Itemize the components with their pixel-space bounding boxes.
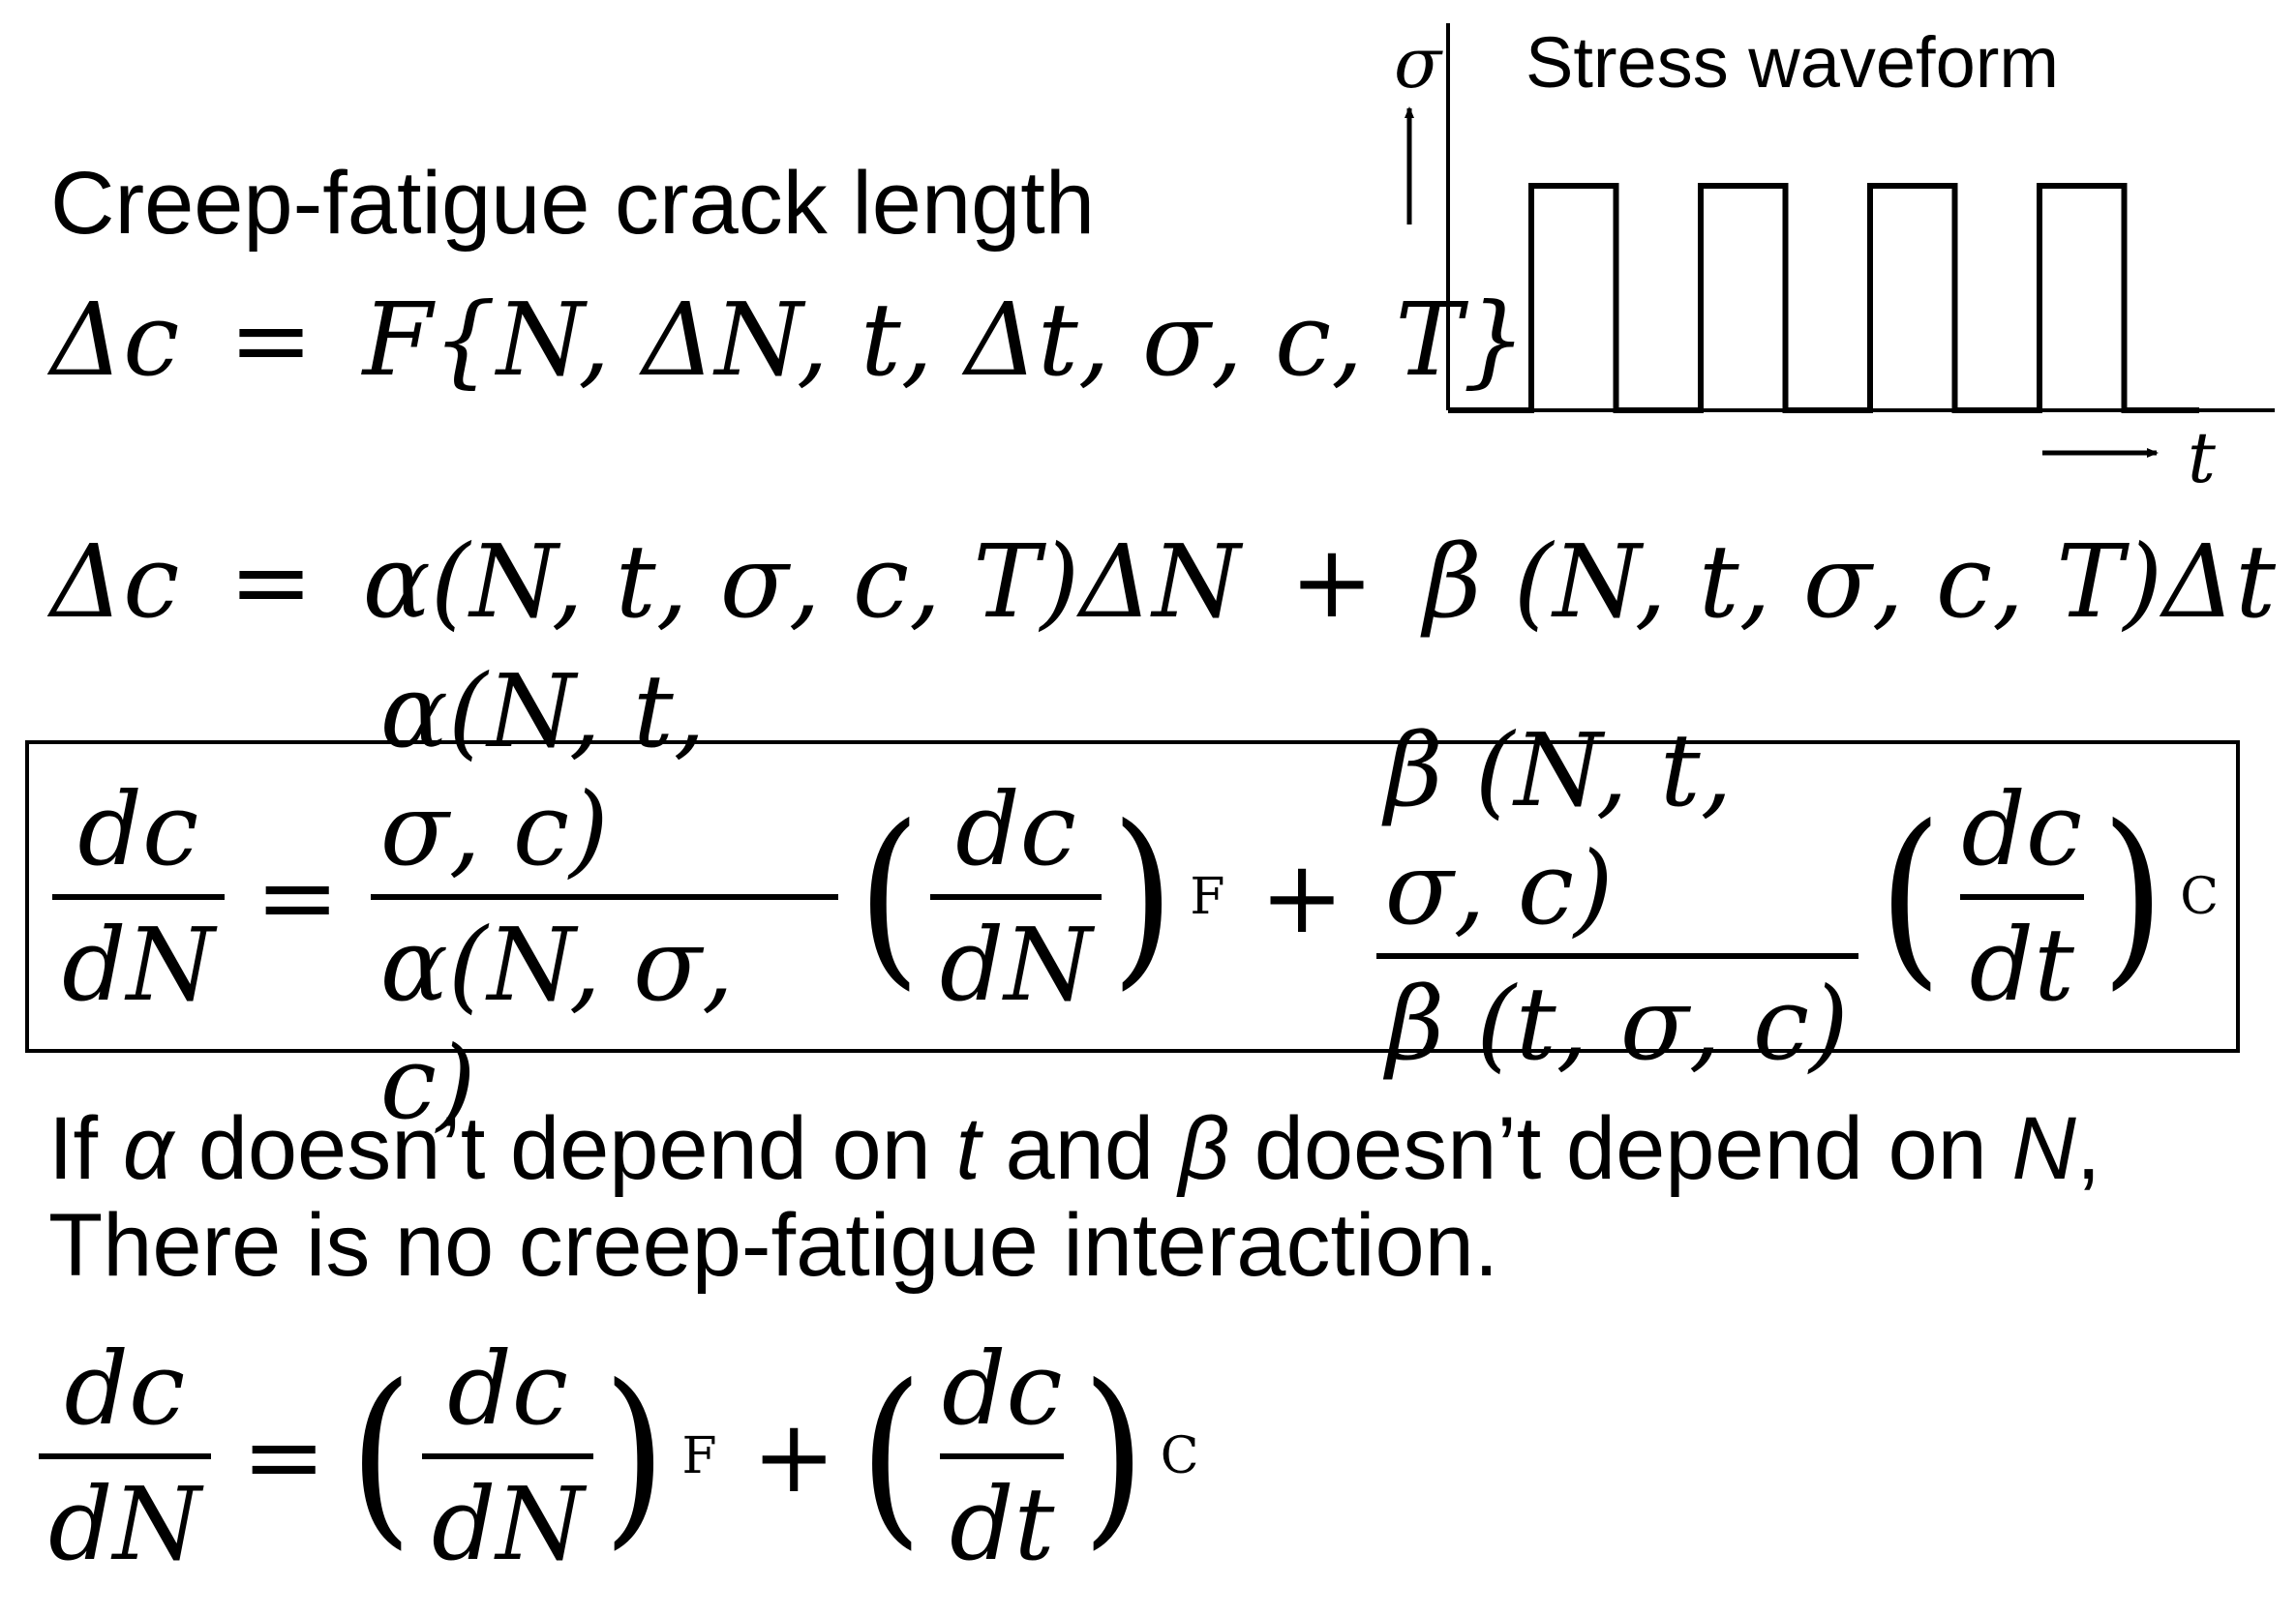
eq4-lhs-denominator: dN [39, 1453, 211, 1583]
crack-growth-rate-equation: dc dN = α(N, t, σ, c) α(N, σ, c) ( dc dN… [39, 652, 2236, 1142]
eq3-fatigue-numerator: dc [955, 769, 1076, 888]
t-symbol: t [955, 1099, 981, 1198]
left-paren: ( [859, 1344, 923, 1568]
eq4-fatigue-denominator: dN [421, 1453, 594, 1583]
statement-text: doesn’t depend on [1229, 1099, 2012, 1198]
eq3-creep-denominator: dt [1959, 893, 2084, 1024]
eq3-fatigue-denominator: dN [929, 893, 1103, 1024]
right-paren: ) [1111, 784, 1175, 1007]
statement-text: If [48, 1099, 123, 1198]
eq3-alpha-ratio: α(N, t, σ, c) α(N, σ, c) [370, 651, 838, 1142]
eq3-creep-subscript: C [2180, 867, 2219, 926]
eq2-lhs: Δc [50, 523, 180, 641]
eq4-creep-denominator: dt [940, 1453, 1065, 1583]
eq3-beta-ratio: β (N, t, σ, c) β (t, σ, c) [1375, 711, 1860, 1083]
beta-symbol: β [1178, 1099, 1230, 1198]
eq3-lhs-denominator: dN [52, 893, 225, 1024]
left-paren: ( [857, 784, 921, 1007]
crack-length-function-equation: Δc = F{N, ΔN, t, Δt, σ, c, T} [50, 281, 1526, 399]
eq4-fatigue-subscript: F [681, 1427, 717, 1485]
right-paren: ) [2100, 784, 2165, 1007]
sigma-label: σ [1394, 22, 1443, 104]
eq3-equals: = [255, 837, 340, 956]
eq3-fatigue-subscript: F [1190, 867, 1225, 926]
eq2-equals: = [228, 523, 314, 641]
eq3-fatigue-rate: dc dN [929, 769, 1103, 1024]
eq4-creep-numerator: dc [941, 1330, 1063, 1448]
boxed-equation-frame [25, 740, 2240, 1053]
eq3-lhs-numerator: dc [77, 769, 199, 888]
eq4-fatigue-rate: dc dN [421, 1330, 594, 1583]
eq1-lhs: Δc [50, 281, 180, 399]
eq3-lhs-fraction: dc dN [52, 770, 225, 1024]
no-interaction-equation: dc dN = ( dc dN ) F + ( dc dt ) C [39, 1297, 1217, 1616]
eq4-creep-subscript: C [1160, 1427, 1199, 1485]
right-paren: ) [1081, 1344, 1145, 1568]
eq3-creep-numerator: dc [1961, 769, 2083, 888]
eq3-beta-numerator: β (N, t, σ, c) [1384, 710, 1733, 947]
crack-increment-equation: Δc = α(N, t, σ, c, T)ΔN + β (N, t, σ, c,… [50, 523, 2276, 641]
statement-text: doesn’t depend on [173, 1099, 956, 1198]
eq3-alpha-denominator: α(N, σ, c) [370, 893, 838, 1142]
n-symbol: N [2011, 1099, 2076, 1198]
eq1-rhs: F{N, ΔN, t, Δt, σ, c, T} [362, 281, 1526, 399]
eq3-creep-rate: dc dt [1951, 770, 2092, 1024]
right-paren: ) [603, 1344, 667, 1568]
eq4-lhs-numerator: dc [64, 1330, 186, 1448]
waveform-title: Stress waveform [1526, 22, 2059, 103]
left-paren: ( [348, 1344, 413, 1568]
eq4-equals: = [241, 1397, 326, 1515]
eq3-plus: + [1259, 837, 1344, 956]
condition-statement: If α doesn’t depend on t and β doesn’t d… [48, 1098, 2100, 1200]
eq4-creep-rate: dc dt [932, 1330, 1072, 1583]
stress-waveform-diagram: σ t Stress waveform [1394, 22, 2275, 498]
time-label: t [2188, 417, 2217, 498]
eq2-term-beta: β (N, t, σ, c, T)Δt [1423, 523, 2277, 641]
square-wave [1448, 183, 2199, 413]
heading: Creep-fatigue crack length [50, 154, 1096, 253]
eq2-plus: + [1289, 523, 1375, 641]
statement-text: and [980, 1099, 1179, 1198]
eq3-alpha-numerator: α(N, t, σ, c) [379, 651, 706, 888]
statement-text: , [2075, 1099, 2101, 1198]
eq3-beta-denominator: β (t, σ, c) [1376, 952, 1858, 1083]
eq4-plus: + [751, 1397, 836, 1515]
alpha-symbol: α [122, 1099, 174, 1198]
eq4-lhs-fraction: dc dN [39, 1330, 211, 1583]
eq2-term-alpha: α(N, t, σ, c, T)ΔN [362, 523, 1241, 641]
left-paren: ( [1878, 784, 1943, 1007]
conclusion-statement: There is no creep-fatigue interaction. [48, 1196, 1499, 1295]
eq1-equals: = [228, 281, 314, 399]
eq4-fatigue-numerator: dc [447, 1330, 569, 1448]
